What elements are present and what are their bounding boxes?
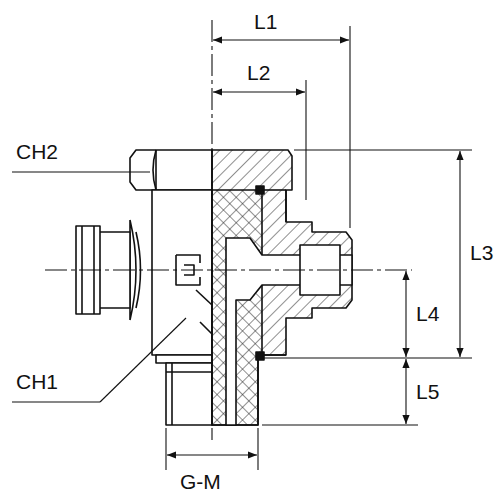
dimension-label: CH2	[14, 140, 60, 163]
dimension-label: L3	[468, 241, 495, 264]
dimension-label: L1	[252, 10, 279, 33]
body-section	[212, 150, 352, 425]
body	[152, 190, 212, 355]
dimension-label: CH1	[14, 370, 60, 393]
dimension-label: L5	[414, 380, 441, 403]
hex-ch2	[130, 150, 212, 190]
dimension-label: L2	[245, 61, 272, 84]
dimension-label: L4	[414, 302, 441, 325]
bore	[226, 238, 352, 425]
bolt-section	[212, 190, 262, 425]
bottom-thread	[166, 363, 212, 425]
dimension-label: G-M	[178, 470, 223, 493]
